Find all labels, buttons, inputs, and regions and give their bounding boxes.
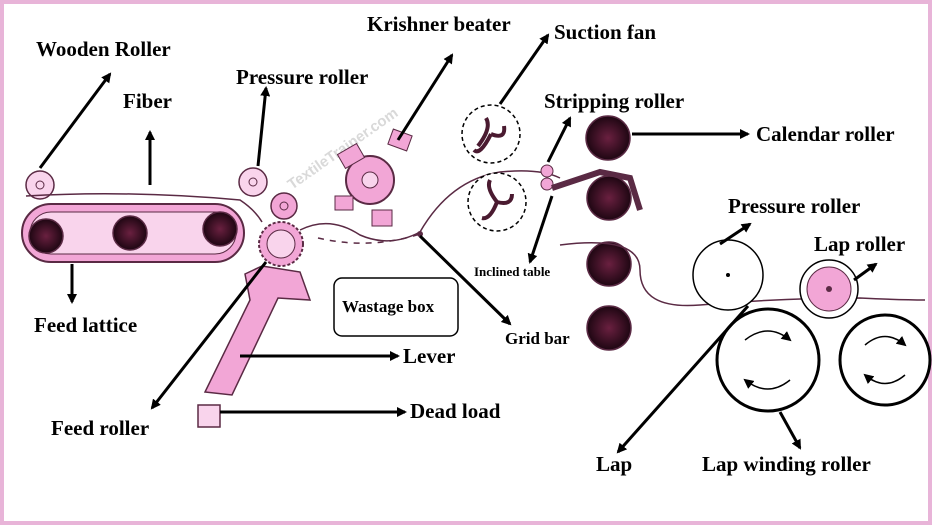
krishner-beater <box>334 128 413 227</box>
pressure-roller-right <box>692 239 764 311</box>
label-feed-roller: Feed roller <box>51 416 149 440</box>
annotation-arrows <box>38 33 878 454</box>
lattice-roller-1 <box>28 218 64 254</box>
arrow-pressure-roller-right <box>719 222 752 246</box>
label-suction-fan: Suction fan <box>554 20 656 44</box>
label-dead-load: Dead load <box>410 399 501 423</box>
feed-lattice <box>21 203 245 263</box>
arrow-grid-bar <box>418 234 512 326</box>
arrow-feed-roller <box>150 261 268 410</box>
arrow-suction-fan <box>498 33 550 105</box>
label-pressure-roller-right: Pressure roller <box>728 194 860 218</box>
dead-load <box>197 404 221 428</box>
label-stripping-roller: Stripping roller <box>544 89 684 113</box>
arrow-krishner-beater <box>396 53 454 141</box>
label-inclined-table: Inclined table <box>474 264 550 279</box>
small-feed-roller <box>270 192 298 220</box>
calendar-rollers <box>585 115 632 351</box>
suction-fan <box>461 104 527 232</box>
label-krishner-beater: Krishner beater <box>367 12 511 36</box>
arrow-lap <box>616 305 750 454</box>
label-fiber: Fiber <box>123 89 172 113</box>
fiber-path <box>25 193 263 223</box>
label-wooden-roller: Wooden Roller <box>36 37 171 61</box>
wooden-roller <box>25 170 55 200</box>
pressure-roller-left <box>238 167 268 197</box>
label-pressure-roller-left: Pressure roller <box>236 65 368 89</box>
wastage-box <box>333 277 459 337</box>
label-lever: Lever <box>403 344 455 368</box>
lever <box>203 265 312 396</box>
stripping-roller <box>540 164 554 191</box>
label-calendar-roller: Calendar roller <box>756 122 895 146</box>
arrow-wooden-roller <box>38 72 112 169</box>
label-feed-lattice: Feed lattice <box>34 313 137 337</box>
lattice-roller-3 <box>202 211 238 247</box>
arrow-lap-winding-roller <box>778 411 802 450</box>
label-wastage-box: Wastage box <box>342 297 435 316</box>
lap-winding-roller <box>715 307 932 413</box>
label-lap: Lap <box>596 452 632 476</box>
arrow-lap-roller <box>853 262 878 282</box>
lap-roller <box>799 259 859 319</box>
label-lap-winding-roller: Lap winding roller <box>702 452 871 476</box>
lattice-roller-2 <box>112 215 148 251</box>
arrow-stripping-roller <box>546 116 572 163</box>
feed-roller <box>258 221 304 267</box>
grid-bar <box>317 233 421 244</box>
label-lap-roller: Lap roller <box>814 232 905 256</box>
arrow-pressure-roller-left <box>256 86 271 167</box>
label-grid-bar: Grid bar <box>505 329 570 348</box>
lap-sheet <box>559 242 926 307</box>
inclined-table <box>551 168 643 211</box>
arrow-inclined-table <box>527 195 554 264</box>
